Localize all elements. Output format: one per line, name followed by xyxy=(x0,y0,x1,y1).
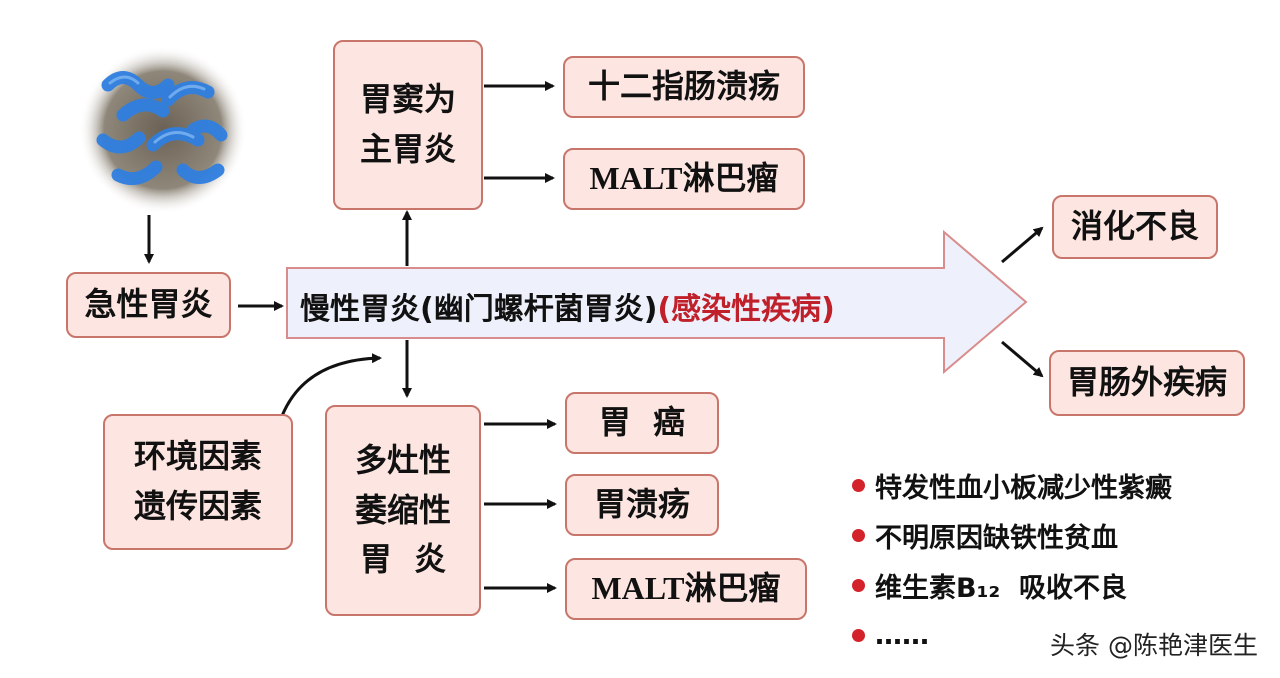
malt-lymphoma-bottom-label: MALT淋巴瘤 xyxy=(591,570,781,607)
bacteria-image xyxy=(79,46,247,214)
antral-gastritis-box: 胃窦为 主胃炎 xyxy=(333,40,483,210)
env-factor-label: 环境因素 xyxy=(133,437,262,476)
extragastric-disease-list: 特发性血小板减少性紫癜 不明原因缺铁性贫血 维生素B₁₂ 吸收不良 …… xyxy=(852,460,1172,660)
antral-gastritis-line-1: 胃窦为 xyxy=(359,80,456,119)
dyspepsia-box: 消化不良 xyxy=(1052,195,1218,259)
gastric-ulcer-label: 胃溃疡 xyxy=(593,485,690,524)
list-item: 维生素B₁₂ 吸收不良 xyxy=(852,560,1172,610)
malt-lymphoma-top-label: MALT淋巴瘤 xyxy=(589,160,779,197)
infectious-disease-label: (感染性疾病) xyxy=(657,292,835,327)
extragastric-box: 胃肠外疾病 xyxy=(1049,350,1245,416)
multifocal-line-1: 多灶性 xyxy=(354,441,451,480)
acute-gastritis-box: 急性胃炎 xyxy=(66,272,231,338)
main-arrow-shape xyxy=(286,229,1028,375)
list-item-text: 特发性血小板减少性紫癜 xyxy=(875,472,1172,504)
acute-gastritis-label: 急性胃炎 xyxy=(84,285,213,324)
multifocal-line-2: 萎缩性 xyxy=(354,490,451,529)
list-item: 特发性血小板减少性紫癜 xyxy=(852,460,1172,510)
gastric-cancer-box: 胃 癌 xyxy=(565,392,719,454)
list-item: …… xyxy=(852,610,1172,660)
multifocal-atrophic-box: 多灶性 萎缩性 胃 炎 xyxy=(325,405,481,616)
gastric-ulcer-box: 胃溃疡 xyxy=(565,474,719,536)
list-item: 不明原因缺铁性贫血 xyxy=(852,510,1172,560)
bullet-icon xyxy=(852,528,865,542)
list-item-text: …… xyxy=(875,619,929,651)
antral-gastritis-line-2: 主胃炎 xyxy=(359,130,456,168)
bullet-icon xyxy=(852,478,865,492)
malt-lymphoma-top-box: MALT淋巴瘤 xyxy=(563,148,805,210)
main-arrow-label: 慢性胃炎(幽门螺杆菌胃炎) (感染性疾病) xyxy=(300,276,1020,336)
chronic-gastritis-label: 慢性胃炎(幽门螺杆菌胃炎) xyxy=(300,292,658,327)
duodenal-ulcer-label: 十二指肠溃疡 xyxy=(587,67,780,106)
list-item-text: 维生素B₁₂ 吸收不良 xyxy=(875,572,1128,604)
list-item-text: 不明原因缺铁性贫血 xyxy=(875,522,1118,554)
genetic-factor-label: 遗传因素 xyxy=(133,487,262,525)
bullet-icon xyxy=(852,578,865,592)
bullet-icon xyxy=(852,628,865,642)
env-genetic-box: 环境因素 遗传因素 xyxy=(103,414,293,550)
duodenal-ulcer-box: 十二指肠溃疡 xyxy=(563,56,805,118)
dyspepsia-label: 消化不良 xyxy=(1070,207,1199,246)
extragastric-label: 胃肠外疾病 xyxy=(1066,363,1227,402)
malt-lymphoma-bottom-box: MALT淋巴瘤 xyxy=(565,558,807,620)
multifocal-line-3: 胃 炎 xyxy=(359,540,447,579)
gastric-cancer-label: 胃 癌 xyxy=(598,403,686,442)
watermark: 头条 @陈艳津医生 xyxy=(1050,631,1258,660)
